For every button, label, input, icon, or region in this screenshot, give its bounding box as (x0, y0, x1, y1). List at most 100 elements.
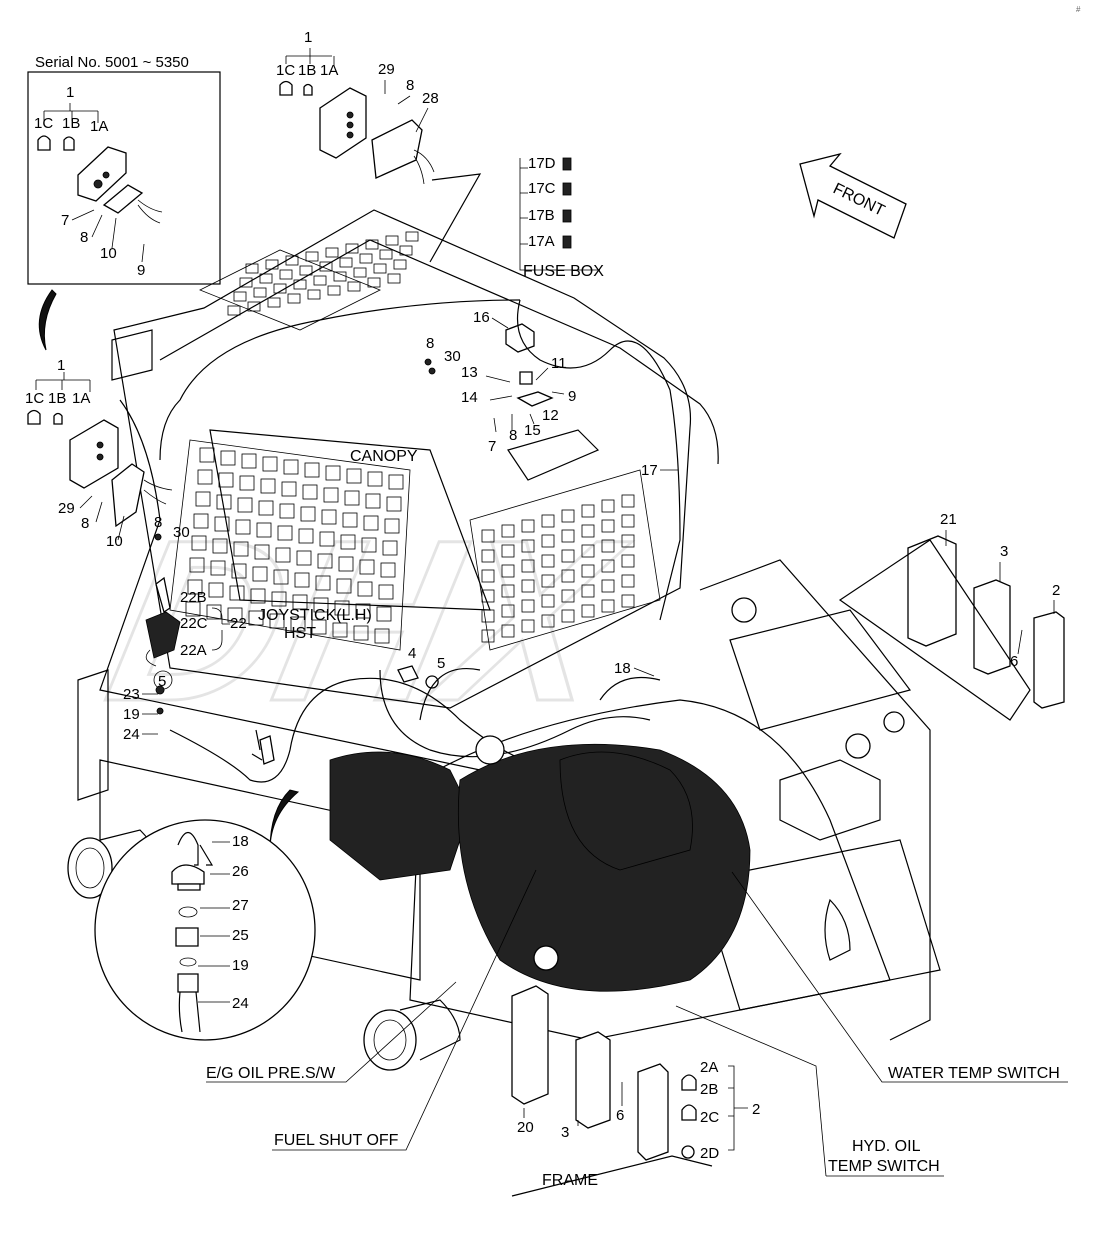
canopy-grid-cell (345, 243, 359, 254)
label-2c: 2C (700, 1109, 719, 1126)
canopy-grid-cell (481, 569, 495, 583)
canopy-grid-cell (561, 529, 575, 543)
label-23: 23 (123, 686, 140, 703)
canopy-grid-cell (300, 506, 316, 522)
canopy-grid-cell (521, 539, 535, 553)
canopy-grid-cell (561, 589, 575, 603)
label-17b: 17B (528, 207, 555, 224)
caption-hst: HST (284, 625, 316, 642)
canopy-grid-cell (296, 550, 312, 566)
canopy-grid-cell (271, 591, 287, 607)
label-7: 7 (488, 438, 496, 455)
label-4: 4 (408, 645, 416, 662)
label-8: 8 (406, 77, 414, 94)
canopy-grid-cell (601, 519, 615, 533)
canopy-grid-cell (601, 579, 615, 593)
label-30: 30 (444, 348, 461, 365)
label-1c: 1C (276, 62, 295, 79)
canopy-grid-cell (601, 539, 615, 553)
canopy-grid-cell (321, 509, 337, 525)
label-1a: 1A (72, 390, 90, 407)
canopy-grid-cell (378, 584, 394, 600)
canopy-grid-cell (279, 269, 293, 280)
wire-harness: 4 5 18 23 19 24 (123, 299, 655, 783)
canopy-grid-cell (581, 564, 595, 578)
label-8: 8 (81, 515, 89, 532)
canopy-grid-cell (319, 261, 333, 272)
canopy-grid-cell (187, 579, 203, 595)
canopy-grid-cell (233, 291, 247, 302)
canopy-grid-cell (621, 514, 635, 528)
canopy-grid-cell (353, 625, 369, 641)
canopy-grid-cell (298, 528, 314, 544)
serial-inset: Serial No. 5001 ~ 5350 1 1C 1B 1A 7 8 10… (27, 54, 221, 285)
label-21: 21 (940, 511, 957, 528)
label-1c: 1C (25, 390, 44, 407)
canopy-grid-cell (325, 465, 341, 481)
canopy-grid-cell (481, 609, 495, 623)
canopy-grid-cell (541, 554, 555, 568)
canopy-grid-cell (241, 453, 257, 469)
work-lamp-icon (77, 146, 163, 224)
canopy-grid-cell (521, 579, 535, 593)
canopy-grid-cell (481, 549, 495, 563)
label-2d: 2D (700, 1145, 719, 1162)
label-2: 2 (752, 1101, 760, 1118)
canopy-grid-cell (346, 468, 362, 484)
canopy-grid-cell (357, 581, 373, 597)
canopy-grid-cell (405, 231, 419, 242)
label-6: 6 (616, 1107, 624, 1124)
canopy-grid-cell (267, 297, 281, 308)
canopy-grid-cell (313, 597, 329, 613)
canopy-grid-cell (287, 293, 301, 304)
canopy-grid-cell (374, 628, 390, 644)
label-1: 1 (66, 84, 74, 101)
canopy-grid-cell (283, 459, 299, 475)
label-19: 19 (123, 706, 140, 723)
canopy-grid-cell (216, 494, 232, 510)
canopy-grid-cell (501, 524, 515, 538)
canopy-grid-cell (281, 481, 297, 497)
canopy-grid-cell (269, 613, 285, 629)
canopy-grid-cell (279, 503, 295, 519)
canopy-grid-cell (199, 447, 215, 463)
canopy-grid-cell (317, 553, 333, 569)
canopy-grid-cell (338, 556, 354, 572)
canopy-grid-cell (319, 531, 335, 547)
bottom-captions: E/G OIL PRE.S/W FUEL SHUT OFF FRAME WATE… (206, 869, 1068, 1189)
canopy-grid-cell (231, 563, 247, 579)
canopy-grid-cell (197, 469, 213, 485)
label-12: 12 (542, 407, 559, 424)
label-29: 29 (58, 500, 75, 517)
canopy-grid-cell (193, 513, 209, 529)
canopy-grid-cell (481, 629, 495, 643)
canopy-grid-cell (195, 491, 211, 507)
canopy-grid-cell (253, 287, 267, 298)
label-9: 9 (568, 388, 576, 405)
label-2b: 2B (700, 1081, 718, 1098)
canopy-grid-cell (313, 275, 327, 286)
caption-canopy: CANOPY (350, 448, 418, 465)
caption-eg-oil-pressure-switch: E/G OIL PRE.S/W (206, 1065, 336, 1082)
canopy-grid-cell (332, 622, 348, 638)
canopy-grid-cell (285, 255, 299, 266)
canopy-grid-cell (359, 559, 375, 575)
canopy-grid-cell (258, 500, 274, 516)
canopy-grid-cell (277, 525, 293, 541)
canopy-grid-cell (227, 607, 243, 623)
canopy-grid-cell (581, 504, 595, 518)
canopy-grid-cell (385, 235, 399, 246)
rear-lamp-group-top: 21 3 2 6 (838, 511, 1065, 721)
canopy-grid-cell (214, 516, 230, 532)
label-1b: 1B (298, 62, 316, 79)
canopy-grid (185, 231, 635, 644)
canopy-grid-cell (325, 247, 339, 258)
label-6: 6 (1010, 653, 1018, 670)
canopy-grid-cell (247, 301, 261, 312)
rear-lamp-group-bottom: 20 3 6 2A 2B 2C 2D 2 (511, 985, 760, 1197)
canopy-grid-cell (376, 606, 392, 622)
label-2: 2 (1052, 582, 1060, 599)
detail-circle: 18 26 27 25 19 24 (94, 819, 316, 1041)
label-2a: 2A (700, 1059, 718, 1076)
canopy-grid-cell (399, 245, 413, 256)
